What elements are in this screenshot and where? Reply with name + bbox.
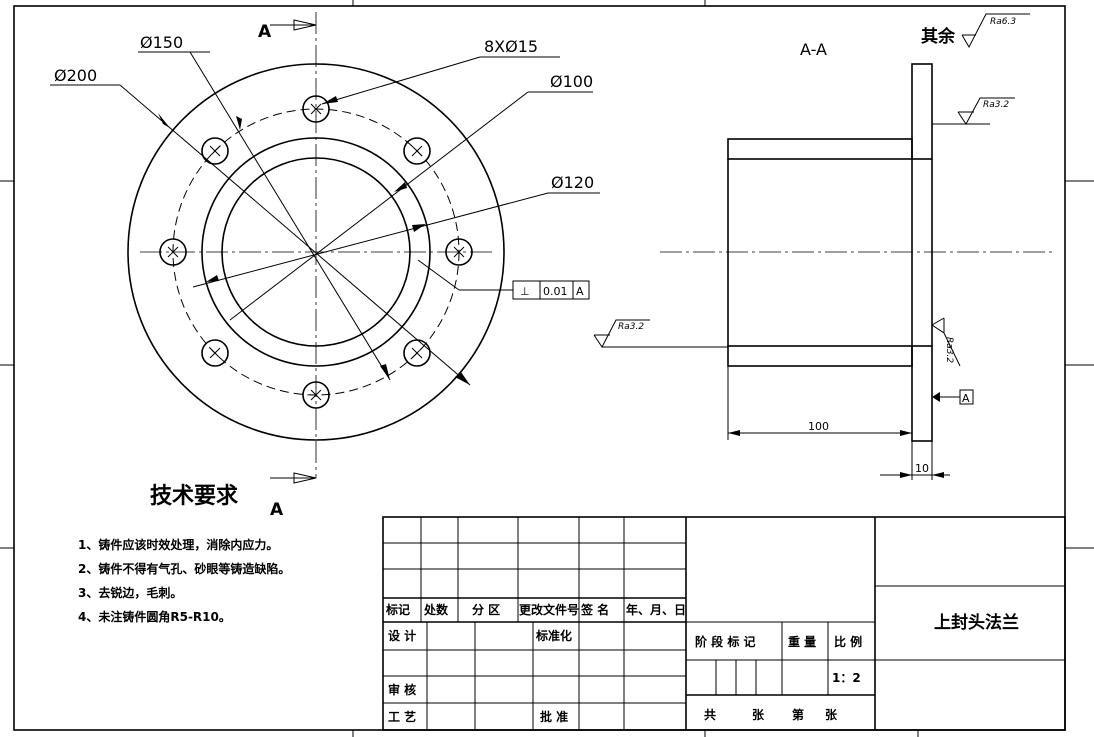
dim-length: 100	[808, 420, 829, 433]
roughness-bore: Ra3.2	[618, 322, 644, 332]
tb-header-zone: 分 区	[472, 602, 500, 617]
tb-stage-mark: 阶 段 标 记	[695, 634, 756, 649]
tb-approve: 批 准	[540, 709, 568, 724]
roughness-other-value: Ra6.3	[990, 17, 1016, 27]
tb-design: 设 计	[388, 628, 416, 643]
tb-header-count: 处数	[423, 602, 449, 617]
dim-d150: Ø150	[140, 33, 183, 52]
circle-d120	[201, 137, 431, 367]
dim-d200: Ø200	[54, 66, 97, 85]
tech-req-item-4: 4、未注铸件圆角R5-R10。	[78, 609, 231, 624]
section-view-title: A-A	[800, 40, 827, 59]
svg-text:⊥: ⊥	[520, 285, 530, 298]
bore-circle-d100	[221, 157, 411, 347]
svg-text:A: A	[576, 285, 584, 298]
tb-header-date: 年、月、日	[626, 602, 686, 617]
tb-sheets-total: 共	[704, 707, 716, 722]
tolerance-frame: ⊥ 0.01 A	[512, 280, 590, 300]
tb-sheet-unit-2: 张	[825, 707, 838, 722]
dim-holes: 8XØ15	[484, 37, 538, 56]
section-view	[660, 63, 1055, 480]
section-mark-top: A	[258, 22, 272, 42]
tb-sheet-no: 第	[792, 707, 804, 722]
section-cut-marks	[270, 19, 317, 484]
tb-part-name: 上封头法兰	[934, 612, 1019, 633]
tb-scale-value: 1：2	[832, 671, 861, 685]
tb-header-sign: 签 名	[580, 602, 609, 617]
tb-weight: 重 量	[788, 634, 816, 649]
tb-process: 工 艺	[388, 709, 416, 724]
title-block	[382, 516, 1066, 731]
outer-circle-d200	[127, 63, 505, 441]
tech-req-item-1: 1、铸件应该时效处理，消除内应力。	[78, 537, 278, 552]
tb-scale-label: 比 例	[834, 634, 862, 649]
tb-header-mark: 标记	[385, 602, 410, 617]
dim-d100: Ø100	[550, 72, 593, 91]
roughness-other-label: 其余	[921, 26, 956, 47]
tech-req-title: 技术要求	[150, 484, 238, 509]
svg-text:0.01: 0.01	[543, 285, 568, 298]
bolt-holes	[159, 95, 473, 409]
section-mark-bottom: A	[270, 500, 284, 520]
tb-header-doc: 更改文件号	[519, 602, 579, 617]
roughness-flange-face: Ra3.2	[983, 100, 1009, 110]
tb-sheet-unit: 张	[752, 707, 765, 722]
tech-req-item-2: 2、铸件不得有气孔、砂眼等铸造缺陷。	[78, 561, 290, 576]
roughness-datum-face: Ra3.2	[944, 337, 954, 363]
tech-req-item-3: 3、去锐边，毛刺。	[78, 585, 182, 600]
dim-d120: Ø120	[551, 173, 594, 192]
datum-letter: A	[962, 392, 970, 405]
roughness-symbols	[593, 13, 1030, 405]
tb-standardize: 标准化	[535, 628, 572, 643]
dim-thickness: 10	[915, 462, 929, 475]
tb-review: 审 核	[388, 682, 416, 697]
front-view	[50, 12, 600, 478]
